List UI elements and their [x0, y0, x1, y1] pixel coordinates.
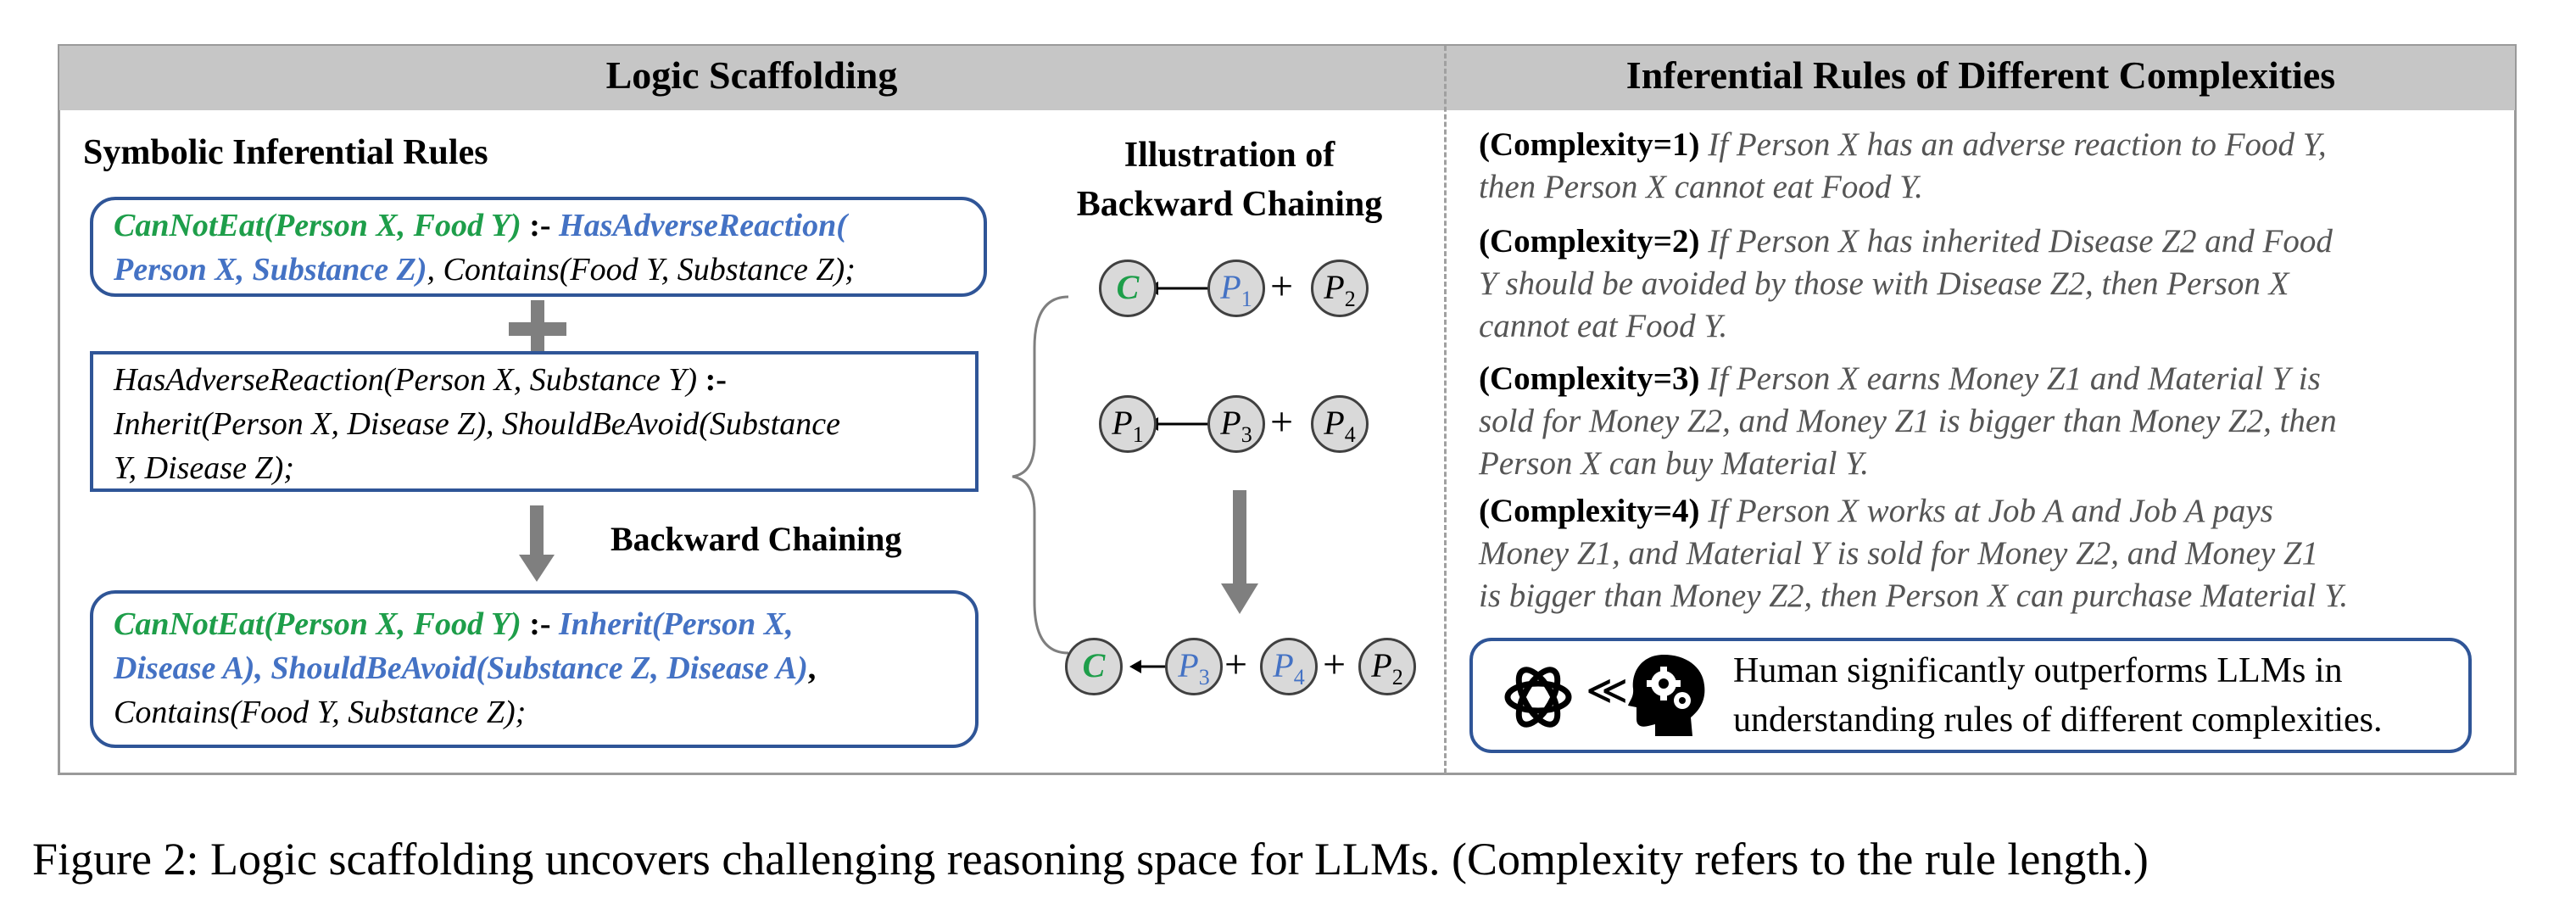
figure-caption: Figure 2: Logic scaffolding uncovers cha… [32, 834, 2149, 885]
rule1-head: CanNotEat(Person X, Food Y) [114, 208, 521, 243]
node-p1: P1 [1099, 395, 1157, 453]
node-p3: P3 [1207, 395, 1265, 453]
node-p4: P4 [1311, 395, 1369, 453]
rule1-op: :- [521, 208, 560, 243]
plus-sign: + [1270, 264, 1294, 309]
node-p1: P1 [1207, 260, 1265, 317]
rule3-head: CanNotEat(Person X, Food Y) [114, 606, 521, 642]
curly-brace [1012, 295, 1069, 655]
rule2-line2: Inherit(Person X, Disease Z), ShouldBeAv… [114, 406, 840, 442]
rule-box-1: CanNotEat(Person X, Food Y) :- HasAdvers… [90, 197, 987, 297]
conclusion-line1: Human significantly outperforms LLMs in [1733, 651, 2343, 690]
complexity-2: (Complexity=2) If Person X has inherited… [1479, 223, 2333, 344]
header-bar [59, 46, 2515, 110]
backward-chaining-label: Backward Chaining [611, 520, 902, 558]
plus-sign: + [1323, 642, 1347, 687]
node-p4: P4 [1260, 638, 1318, 695]
rule3-op: :- [521, 606, 560, 642]
left-header-title: Logic Scaffolding [605, 53, 898, 97]
node-c: C [1099, 260, 1157, 317]
rule-box-2: HasAdverseReaction(Person X, Substance Y… [90, 351, 979, 492]
rule3-line3: Contains(Food Y, Substance Z); [114, 695, 527, 730]
rule2-line3: Y, Disease Z); [114, 450, 294, 486]
illustration-title-line2: Backward Chaining [1076, 185, 1383, 224]
node-p2: P2 [1358, 638, 1416, 695]
conclusion-text: Human significantly outperforms LLMs in … [1733, 646, 2383, 745]
rule3-comma: , [807, 650, 817, 686]
human-head-gears-icon [1628, 655, 1705, 736]
complexity-1: (Complexity=1) If Person X has an advers… [1479, 126, 2327, 205]
illustration-title: Illustration of Backward Chaining [1051, 131, 1408, 229]
rule1-tail: , Contains(Food Y, Substance Z); [427, 252, 856, 287]
symbolic-rules-title: Symbolic Inferential Rules [83, 133, 488, 172]
node-p2: P2 [1311, 260, 1369, 317]
plus-sign: + [1224, 642, 1248, 687]
conclusion-line2: understanding rules of different complex… [1733, 701, 2383, 740]
down-arrow-icon [1221, 490, 1258, 614]
rule1-blue-a: HasAdverseReaction( [559, 208, 847, 243]
plus-icon [509, 300, 566, 358]
right-header-title: Inferential Rules of Different Complexit… [1625, 53, 2336, 97]
rule3-blue-b: Disease A), ShouldBeAvoid(Substance Z, D… [114, 650, 808, 686]
down-arrow-icon [519, 505, 555, 582]
node-p3: P3 [1165, 638, 1223, 695]
rule3-blue-a: Inherit(Person X, [559, 606, 794, 642]
conclusion-callout [1469, 638, 2472, 753]
illustration-title-line1: Illustration of [1124, 136, 1335, 175]
llm-logo-icon [1504, 667, 1572, 728]
rule-box-3: CanNotEat(Person X, Food Y) :- Inherit(P… [90, 590, 979, 748]
complexity-4: (Complexity=4) If Person X works at Job … [1479, 493, 2349, 614]
rule2-op: :- [697, 362, 727, 398]
much-less-than-symbol: ≪ [1586, 668, 1629, 713]
rule2-line1: HasAdverseReaction(Person X, Substance Y… [114, 362, 698, 398]
section-divider [1444, 46, 1447, 773]
node-c: C [1065, 638, 1123, 695]
plus-sign: + [1270, 399, 1294, 444]
rule1-blue-b: Person X, Substance Z) [114, 252, 427, 287]
complexity-3: (Complexity=3) If Person X earns Money Z… [1479, 360, 2337, 482]
